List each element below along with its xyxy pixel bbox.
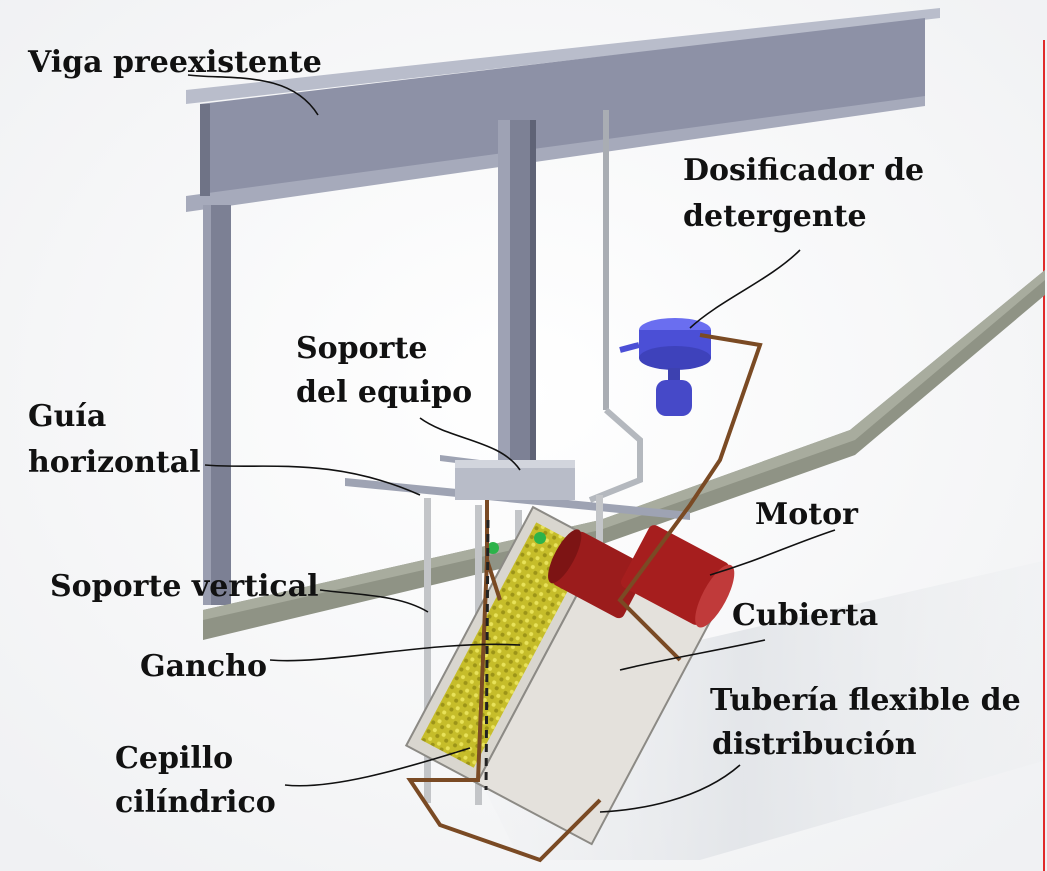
label-viga-preexistente: Viga preexistente xyxy=(28,45,322,80)
fitting xyxy=(487,542,499,554)
label-dosificador-line2: detergente xyxy=(683,199,867,234)
lower-beam xyxy=(203,270,1045,640)
label-guia-line1: Guía xyxy=(28,399,107,434)
detergent-feed-pipe xyxy=(588,110,643,503)
viga-preexistente xyxy=(186,8,940,212)
label-motor: Motor xyxy=(755,497,858,532)
label-soporte-equipo-line2: del equipo xyxy=(296,375,473,410)
hose xyxy=(484,519,490,791)
dosificador xyxy=(619,318,711,416)
label-dosificador-line1: Dosificador de xyxy=(683,153,925,188)
label-guia-line2: horizontal xyxy=(28,445,201,480)
label-tuberia-line2: distribución xyxy=(712,727,917,762)
label-soporte-equipo-line1: Soporte xyxy=(296,331,428,366)
label-cepillo-line2: cilíndrico xyxy=(115,785,276,820)
label-cepillo-line1: Cepillo xyxy=(115,741,234,776)
tuberia-flexible xyxy=(406,333,763,863)
left-column xyxy=(203,205,231,605)
label-soporte-vertical: Soporte vertical xyxy=(50,569,319,604)
label-cubierta: Cubierta xyxy=(732,598,879,633)
fitting xyxy=(534,532,546,544)
label-tuberia-line1: Tubería flexible de xyxy=(710,683,1021,718)
label-gancho: Gancho xyxy=(140,649,267,684)
center-column xyxy=(498,120,536,460)
leader-lines xyxy=(187,74,836,813)
